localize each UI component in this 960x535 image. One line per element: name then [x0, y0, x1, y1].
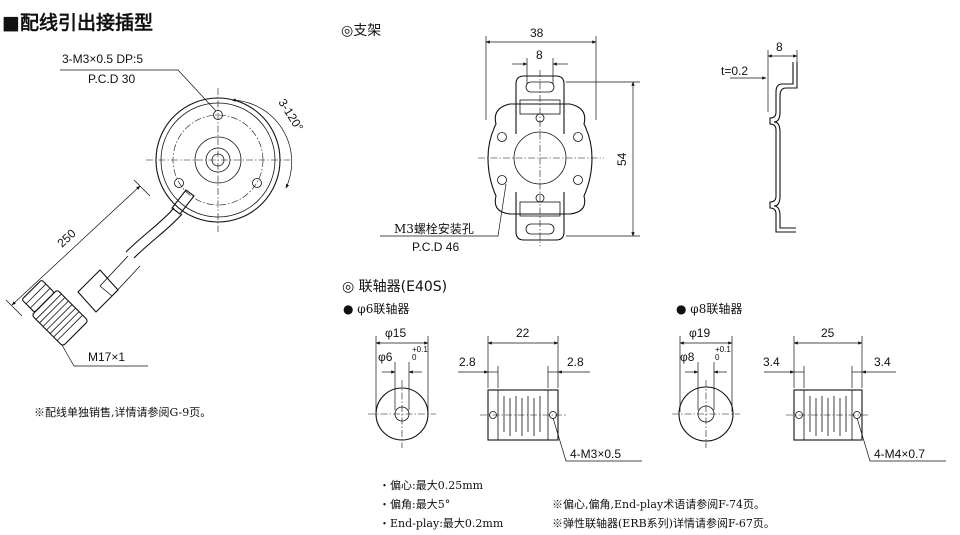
bracket-side-view	[730, 50, 798, 233]
phi6-tol-upper: +0.1	[412, 345, 428, 354]
phi8-tolerance: +0.1 0	[715, 346, 731, 362]
coupling-phi8-end-view	[672, 336, 740, 448]
phi6-length-label: 22	[516, 326, 530, 340]
bracket-heading: ◎支架	[341, 23, 382, 39]
phi6-tolerance: +0.1 0	[412, 346, 428, 362]
phi8-left-label: 3.4	[763, 355, 780, 369]
spec-eccentricity: ・偏心:最大0.25mm	[379, 479, 484, 492]
coupling-phi6-side-view	[458, 336, 642, 462]
phi6-right-label: 2.8	[567, 355, 584, 369]
connector-thread-label: M17×1	[88, 350, 126, 364]
bracket-hole-label: M3螺栓安装孔	[394, 222, 474, 236]
phi8-length-label: 25	[821, 326, 835, 340]
bracket-slot-label: 8	[536, 48, 543, 62]
note-terms: ※偏心,偏角,End-play术语请参阅F-74页。	[552, 498, 766, 511]
bracket-pcd-label: P.C.D 46	[412, 240, 460, 254]
phi6-bore-label: φ6	[378, 350, 393, 364]
phi8-right-label: 3.4	[874, 355, 891, 369]
phi8-tol-upper: +0.1	[715, 345, 731, 354]
coupling-phi6-heading: ● φ6联轴器	[343, 302, 410, 316]
phi8-screw-label: 4-M4×0.7	[874, 447, 926, 461]
coupling-phi8-heading: ● φ8联轴器	[676, 302, 743, 316]
cable-connector	[5, 179, 195, 367]
page-title: ■配线引出接插型	[2, 12, 153, 34]
bracket-thickness-label: t=0.2	[721, 64, 749, 78]
note-erb-series: ※弹性联轴器(ERB系列)详情请参阅F-67页。	[552, 517, 775, 530]
spec-deflection: ・偏角:最大5°	[379, 498, 451, 511]
phi8-bore-label: φ8	[680, 350, 695, 364]
phi8-tol-lower: 0	[715, 353, 720, 362]
phi6-screw-label: 4-M3×0.5	[570, 447, 622, 461]
bracket-front-view	[380, 36, 640, 246]
pcd-angle-label: 3-120°	[275, 96, 306, 134]
phi6-outer-label: φ15	[385, 326, 407, 340]
coupling-phi6-end-view	[368, 336, 436, 448]
phi6-tol-lower: 0	[412, 353, 417, 362]
phi8-outer-label: φ19	[689, 326, 711, 340]
wiring-note: ※配线单独销售,详情请参阅G-9页。	[34, 406, 212, 419]
spec-end-play: ・End-play:最大0.2mm	[379, 517, 504, 530]
bracket-height-label: 54	[615, 152, 629, 166]
coupling-phi8-side-view	[764, 336, 946, 462]
bracket-width-label: 38	[530, 26, 544, 40]
encoder-front-view	[60, 69, 293, 232]
coupling-heading: ◎ 联轴器(E40S)	[342, 279, 448, 295]
phi6-left-label: 2.8	[459, 355, 476, 369]
bracket-side-label: 8	[776, 40, 783, 54]
encoder-pcd-label: P.C.D 30	[88, 72, 136, 86]
encoder-screw-label: 3-M3×0.5 DP:5	[62, 52, 144, 66]
